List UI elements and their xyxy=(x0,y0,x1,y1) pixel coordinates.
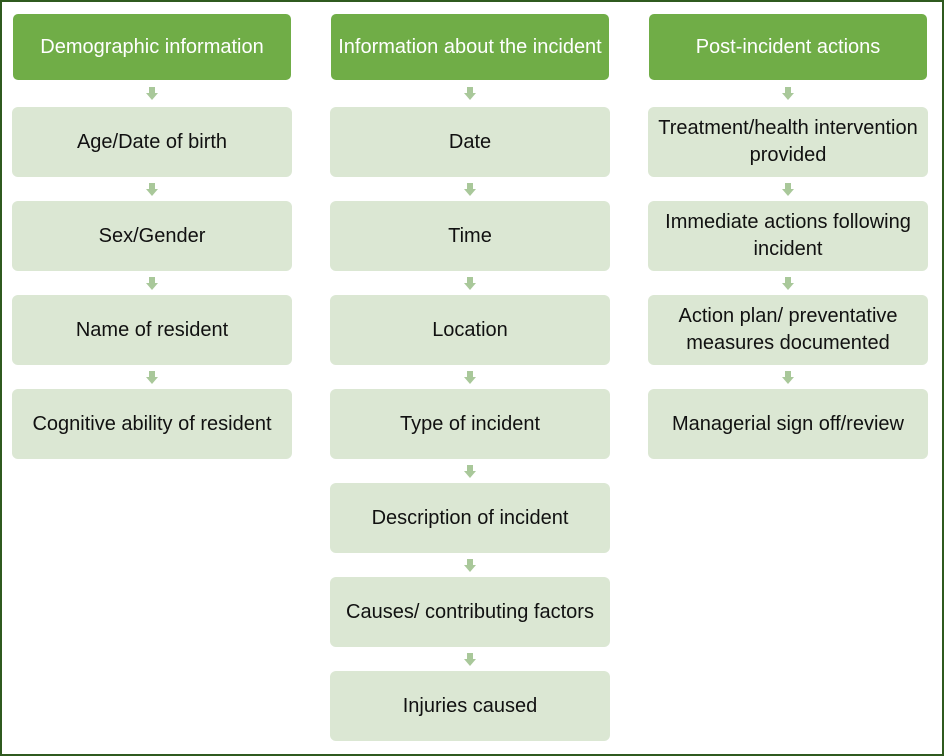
list-item: Date xyxy=(330,107,610,177)
down-arrow-icon xyxy=(12,365,292,389)
down-arrow-icon xyxy=(330,647,610,671)
down-arrow-icon xyxy=(648,365,928,389)
list-item: Causes/ contributing factors xyxy=(330,577,610,647)
down-arrow-icon xyxy=(648,177,928,201)
down-arrow-icon xyxy=(12,80,292,107)
list-item: Injuries caused xyxy=(330,671,610,741)
down-arrow-icon xyxy=(12,177,292,201)
list-item: Managerial sign off/review xyxy=(648,389,928,459)
down-arrow-icon xyxy=(12,271,292,295)
down-arrow-icon xyxy=(648,271,928,295)
down-arrow-icon xyxy=(648,80,928,107)
down-arrow-icon xyxy=(330,365,610,389)
column-header: Demographic information xyxy=(13,14,291,80)
list-item: Action plan/ preventative measures docum… xyxy=(648,295,928,365)
list-item: Sex/Gender xyxy=(12,201,292,271)
list-item: Cognitive ability of resident xyxy=(12,389,292,459)
list-item: Name of resident xyxy=(12,295,292,365)
list-item: Type of incident xyxy=(330,389,610,459)
list-item: Description of incident xyxy=(330,483,610,553)
down-arrow-icon xyxy=(330,553,610,577)
list-item: Treatment/health intervention provided xyxy=(648,107,928,177)
list-item: Time xyxy=(330,201,610,271)
down-arrow-icon xyxy=(330,177,610,201)
down-arrow-icon xyxy=(330,271,610,295)
column-header: Information about the incident xyxy=(331,14,609,80)
list-item: Immediate actions following incident xyxy=(648,201,928,271)
down-arrow-icon xyxy=(330,80,610,107)
down-arrow-icon xyxy=(330,459,610,483)
list-item: Age/Date of birth xyxy=(12,107,292,177)
list-item: Location xyxy=(330,295,610,365)
column-header: Post-incident actions xyxy=(649,14,927,80)
